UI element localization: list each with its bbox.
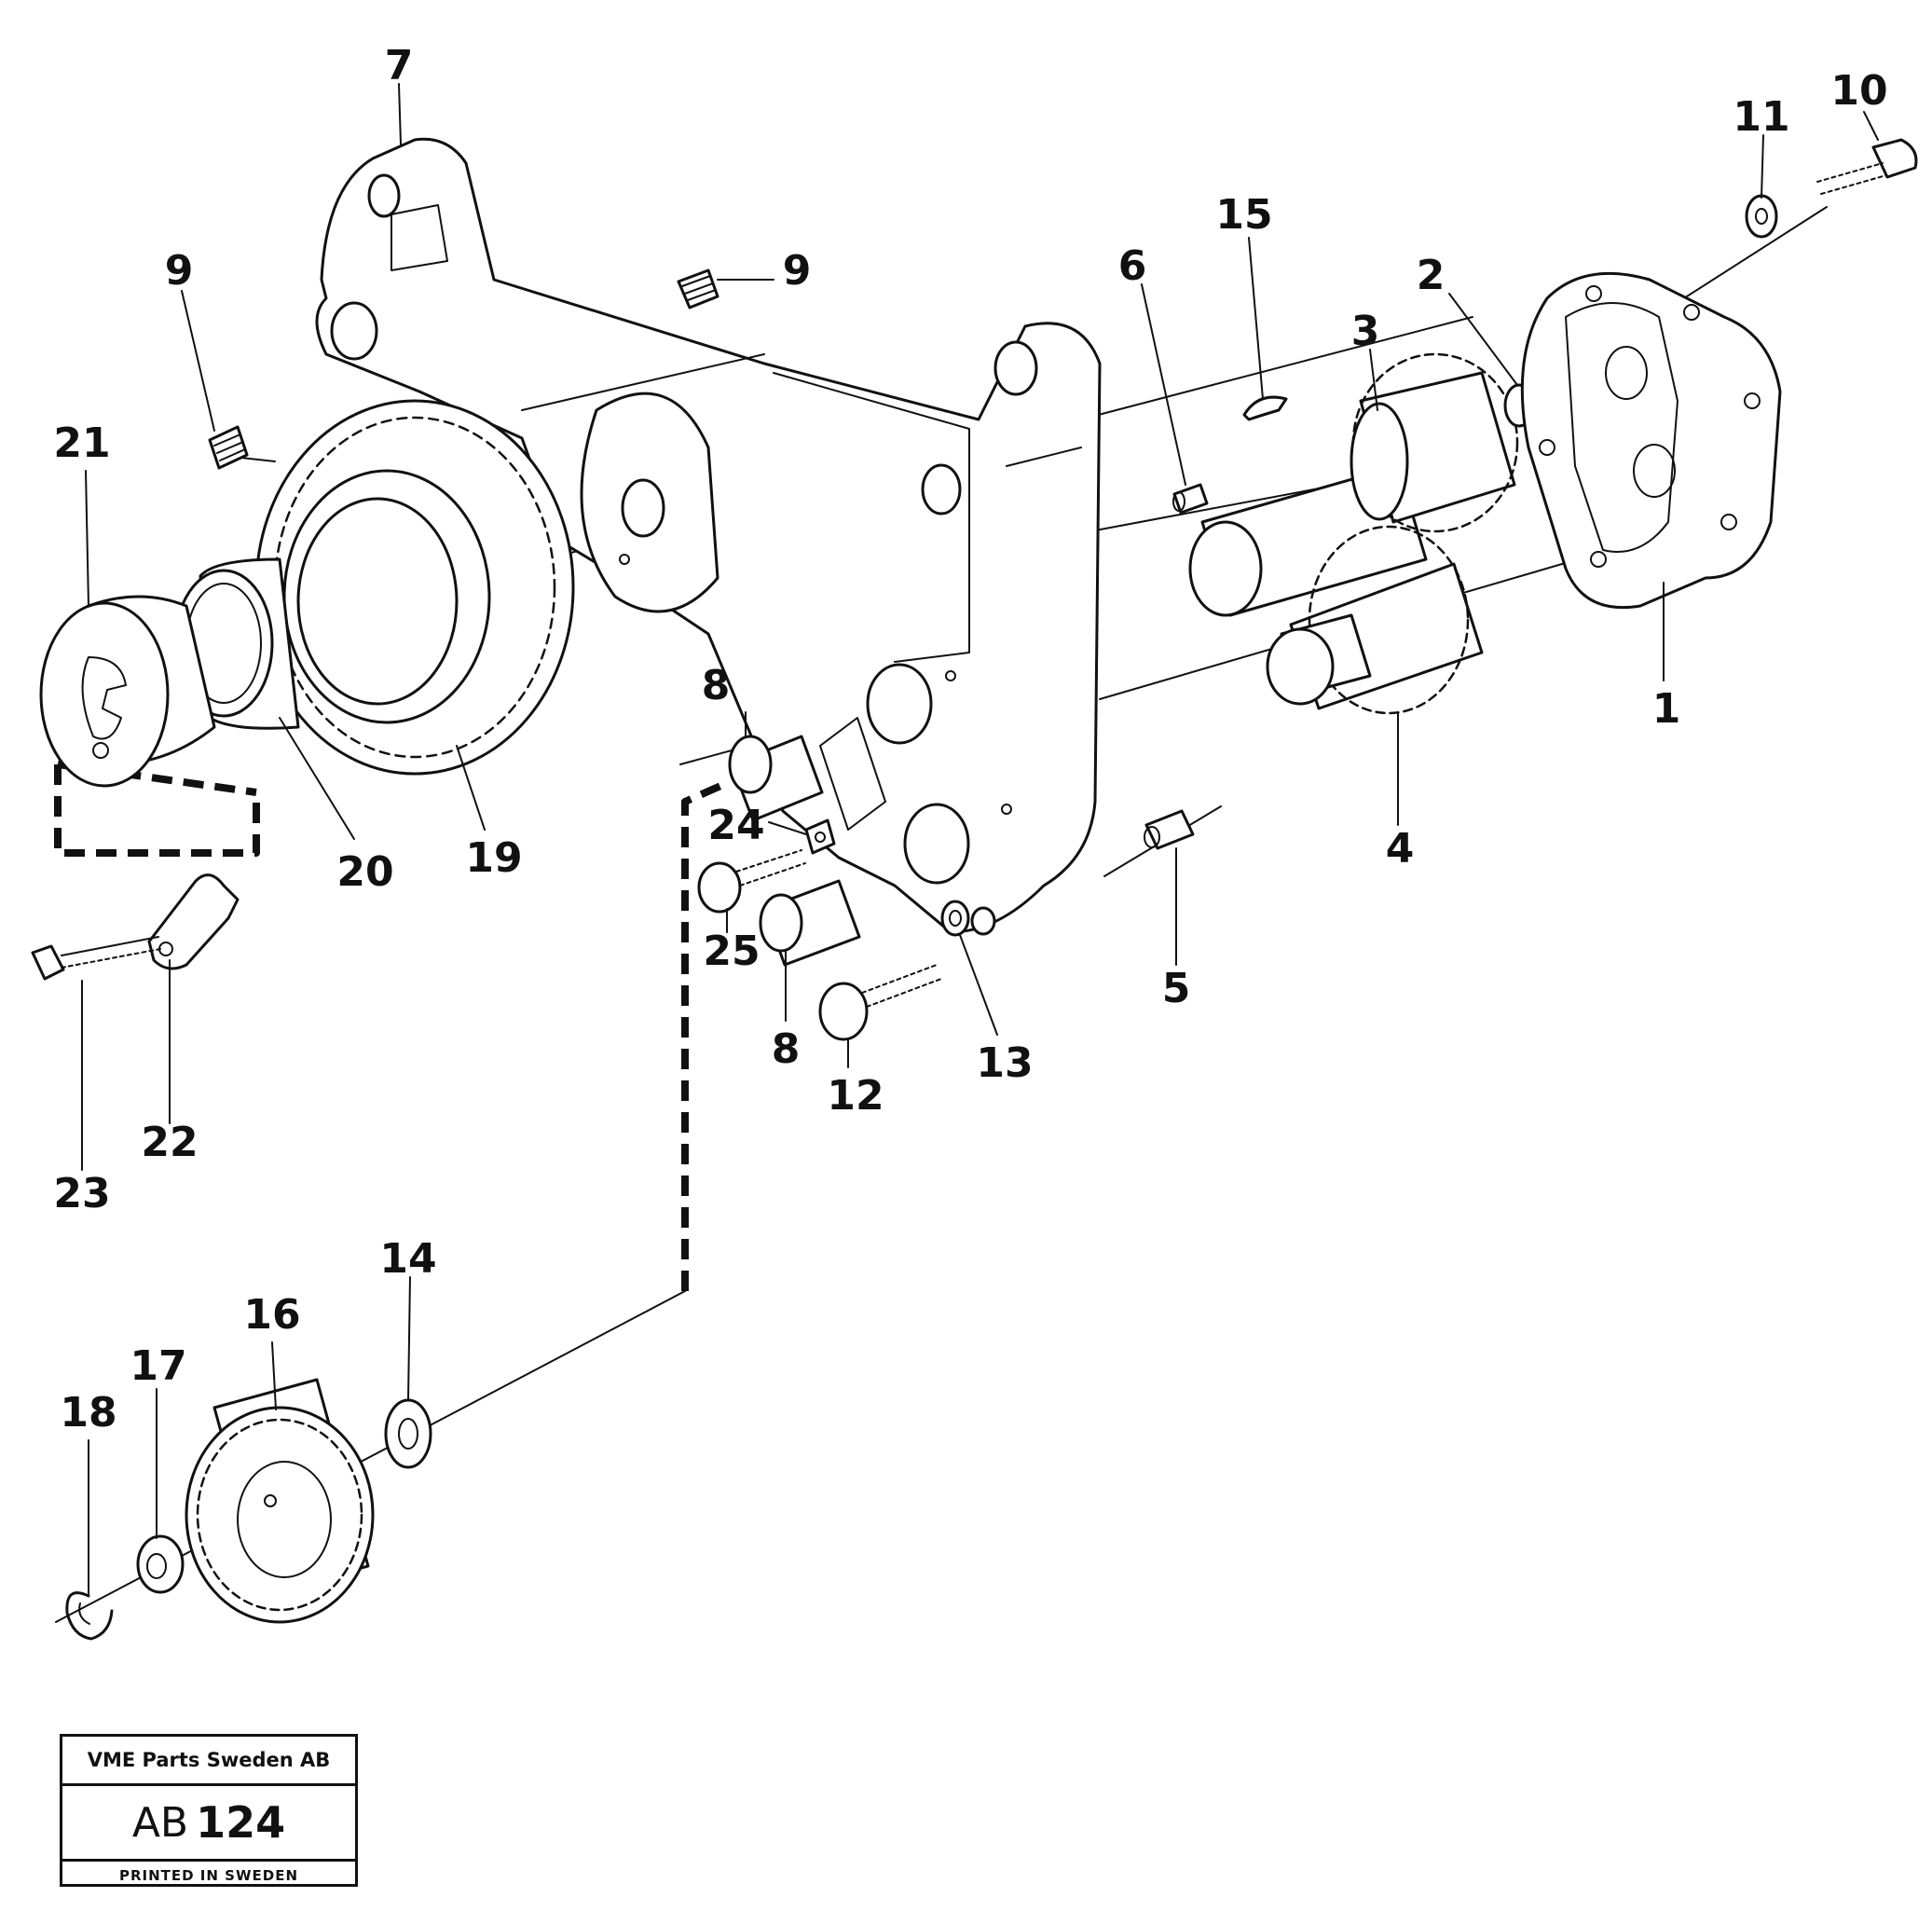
set-screw-part-9 <box>677 268 719 309</box>
code-number: 124 <box>196 1797 286 1848</box>
callout-18: 18 <box>60 1389 116 1437</box>
leader-line <box>1141 283 1186 486</box>
callout-6: 6 <box>1118 242 1147 290</box>
callout-2: 2 <box>1417 252 1446 299</box>
leader-line <box>768 821 807 835</box>
washer-part-11 <box>1745 194 1778 239</box>
callout-15: 15 <box>1215 191 1272 239</box>
shaft-gear-part-4 <box>1266 525 1484 715</box>
parts-drawing <box>31 83 1918 1641</box>
leader-line <box>407 1276 411 1401</box>
callout-1: 1 <box>1652 685 1681 733</box>
leader-line <box>1248 237 1264 400</box>
callout-22: 22 <box>141 1119 198 1166</box>
shaft-gear-part-3 <box>1188 352 1519 617</box>
sleeve-part-5 <box>1144 809 1195 850</box>
pump-housing-part-1 <box>1520 271 1782 610</box>
callout-labels: 7 9 9 21 19 20 23 22 10 11 15 6 3 2 1 4 … <box>53 42 1887 1437</box>
callout-25: 25 <box>703 928 760 975</box>
pin-part-6 <box>1172 483 1209 515</box>
leader-line <box>271 1341 277 1410</box>
callout-4: 4 <box>1386 825 1415 873</box>
callout-21: 21 <box>53 419 110 467</box>
housing-part-7 <box>315 137 1102 936</box>
bolt-part-10 <box>1816 138 1918 195</box>
bolt-part-23 <box>31 936 161 981</box>
dashed-line <box>681 779 729 1291</box>
dashed-line <box>54 764 260 857</box>
leader-line <box>959 934 998 1036</box>
leader-line <box>1761 134 1764 199</box>
callout-24: 24 <box>707 802 764 849</box>
leader-line <box>181 290 215 432</box>
leader-line <box>279 717 355 840</box>
title-printed: PRINTED IN SWEDEN <box>118 1867 299 1884</box>
callout-14: 14 <box>379 1235 436 1283</box>
callout-3: 3 <box>1351 308 1380 355</box>
callout-7: 7 <box>385 42 414 89</box>
callout-23: 23 <box>53 1170 110 1217</box>
gear-part-16 <box>185 1378 375 1624</box>
leader-line <box>398 83 402 145</box>
bolt-part-12 <box>818 964 942 1041</box>
leader-line <box>85 470 89 607</box>
bushing-part-8 <box>728 735 824 822</box>
callout-9-top: 9 <box>783 247 812 295</box>
washer-part-17 <box>136 1534 185 1594</box>
callout-11: 11 <box>1733 93 1789 141</box>
callout-8-bottom: 8 <box>772 1025 801 1073</box>
callout-12: 12 <box>827 1072 884 1120</box>
code-prefix: AB <box>131 1798 189 1847</box>
leader-line <box>456 745 486 831</box>
gear-part-19 <box>254 399 575 776</box>
callout-19: 19 <box>465 834 522 882</box>
callout-17: 17 <box>130 1342 186 1390</box>
callout-16: 16 <box>243 1291 300 1339</box>
callout-10: 10 <box>1830 67 1887 115</box>
washer-part-14 <box>384 1398 432 1469</box>
callout-13: 13 <box>976 1039 1033 1087</box>
tab-washer-part-22 <box>147 873 240 970</box>
assembly-line <box>418 1290 686 1432</box>
hub-part-21 <box>39 595 216 788</box>
callout-5: 5 <box>1162 965 1191 1012</box>
title-block: VME Parts Sweden AB AB 124 PRINTED IN SW… <box>60 1734 358 1887</box>
title-code: AB 124 <box>62 1786 355 1862</box>
bolt-part-25 <box>697 849 806 914</box>
callout-20: 20 <box>336 848 393 896</box>
callout-9-left: 9 <box>165 247 194 295</box>
key-part-15 <box>1242 395 1288 421</box>
washer-part-24 <box>804 818 836 855</box>
title-company: VME Parts Sweden AB <box>62 1737 355 1786</box>
leader-line <box>1369 349 1378 411</box>
callout-8-top: 8 <box>702 662 731 709</box>
washer-part-13 <box>940 900 970 937</box>
circlip-part-18 <box>65 1591 114 1641</box>
leader-line <box>1448 293 1518 386</box>
bushing-part-8 <box>759 879 861 967</box>
set-screw-part-9 <box>208 425 249 470</box>
leader-line <box>1863 111 1879 141</box>
